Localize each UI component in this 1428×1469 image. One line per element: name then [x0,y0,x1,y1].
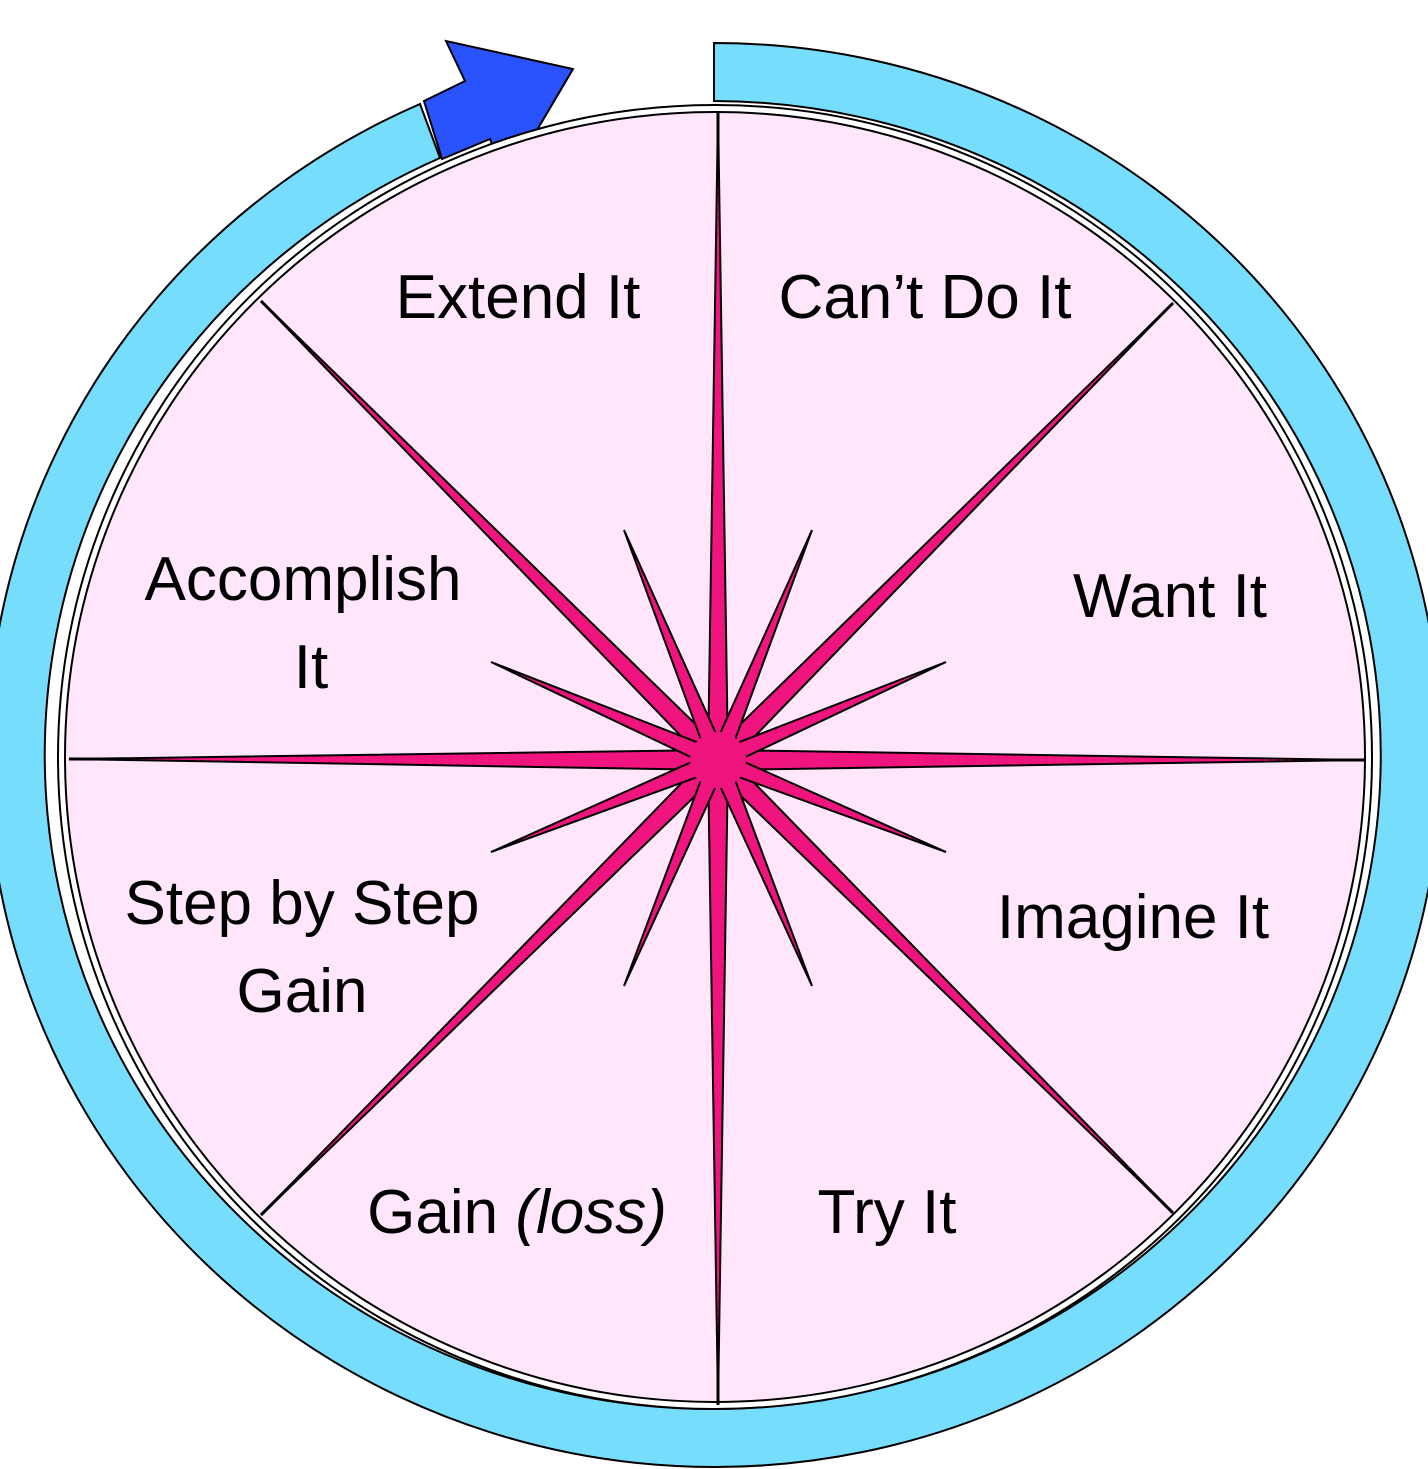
segment-label-cant-do-it: Can’t Do It [779,263,1072,332]
segment-label-want-it: Want It [1073,562,1267,631]
loss-text: (loss) [515,1178,667,1247]
segment-label-accomplish: Accomplish [145,545,462,614]
segment-label-gain-loss: Gain (loss) [367,1178,667,1247]
star-core [690,732,746,788]
cycle-ring [0,41,1428,1468]
segment-label-imagine-it: Imagine It [997,883,1269,952]
segment-label-extend-it: Extend It [396,263,641,332]
segment-label-step-by-step: Step by Step [124,869,479,938]
segment-label-it: It [294,633,328,702]
segment-label-gain: Gain [237,957,368,1026]
segment-label-try-it: Try It [818,1178,957,1247]
arrow-head-icon [422,39,575,184]
starburst-icon [68,110,1365,1406]
gain-text: Gain [367,1178,515,1247]
